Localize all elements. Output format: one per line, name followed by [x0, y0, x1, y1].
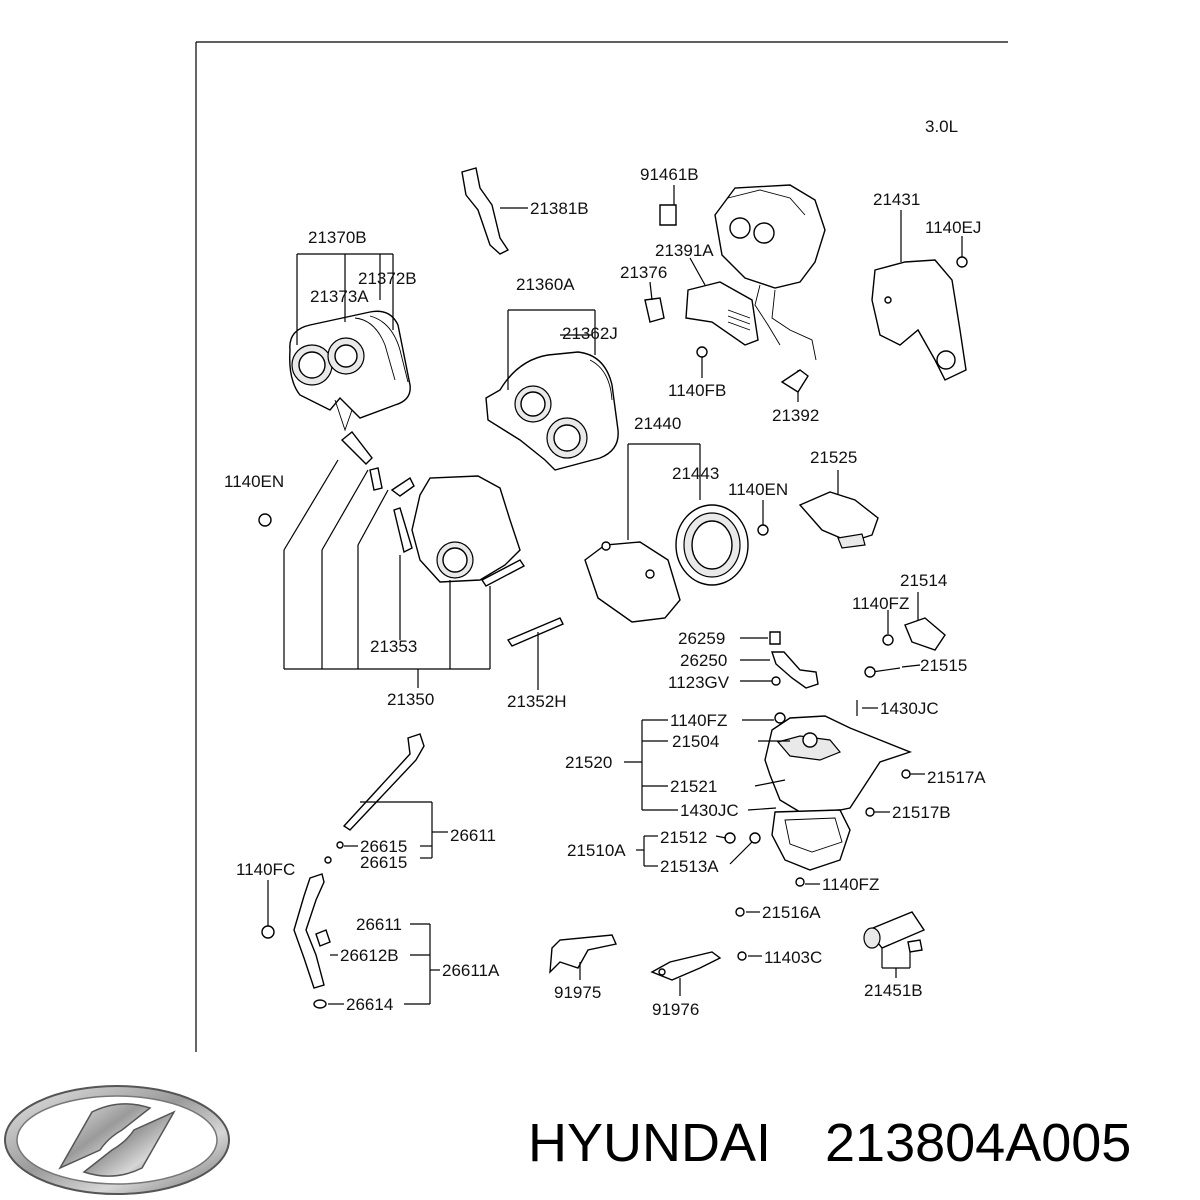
- callout-1430JC-b: 1430JC: [680, 801, 739, 820]
- callout-91975: 91975: [554, 983, 601, 1002]
- callout-1140EN-b: 1140EN: [728, 480, 788, 499]
- callout-1140EN-a: 1140EN: [224, 472, 284, 491]
- bracket-21391A: [644, 204, 759, 346]
- callout-lines-26611: [344, 801, 448, 859]
- callout-21373A: 21373A: [310, 287, 369, 306]
- callout-21521: 21521: [670, 777, 717, 796]
- callout-1123GV: 1123GV: [668, 673, 730, 692]
- callout-11403C: 11403C: [764, 948, 822, 967]
- callout-lines-21370B: [296, 253, 394, 345]
- callout-1430JC-a: 1430JC: [880, 699, 939, 718]
- callout-21451B: 21451B: [864, 981, 923, 1000]
- engine-label: 3.0L: [925, 117, 958, 136]
- callout-26612B: 26612B: [340, 946, 399, 965]
- bracket-21392: [780, 369, 809, 393]
- callout-26611A: 26611A: [442, 961, 500, 980]
- lower-timing-cover: [258, 431, 526, 587]
- bracket-21514: [864, 592, 946, 678]
- callout-21352H: 21352H: [507, 692, 567, 711]
- callout-21517B: 21517B: [892, 803, 951, 822]
- callout-1140FZ-c: 1140FZ: [822, 875, 879, 894]
- baffle-21525: [798, 470, 879, 549]
- engine-block: [714, 184, 826, 361]
- bracket-21381B: [461, 167, 528, 255]
- callout-21525: 21525: [810, 448, 857, 467]
- callout-21513A: 21513A: [660, 857, 719, 876]
- callout-21392: 21392: [772, 406, 819, 425]
- callout-1140EJ: 1140EJ: [925, 218, 981, 237]
- callout-21520: 21520: [565, 753, 612, 772]
- bracket-91975: [549, 934, 617, 980]
- callout-lines-21360A: [507, 309, 596, 390]
- bolt-1140FB: [696, 346, 708, 358]
- callout-26615-a: 26615: [360, 837, 407, 856]
- case-21440: [584, 504, 749, 623]
- callout-1140FZ-a: 1140FZ: [852, 594, 909, 613]
- bolt-1140EJ: [956, 256, 968, 268]
- diagram-frame: [195, 41, 1008, 1052]
- bolt-21516A: [735, 907, 745, 917]
- callout-26250: 26250: [680, 651, 727, 670]
- callout-21381B: 21381B: [530, 199, 589, 218]
- callout-1140FZ-b: 1140FZ: [670, 711, 727, 730]
- hyundai-logo-icon: [4, 1085, 230, 1195]
- bolt-11403C: [737, 951, 747, 961]
- callout-21360A: 21360A: [516, 275, 575, 294]
- callout-1140FC: 1140FC: [236, 860, 295, 879]
- part-number: 213804A005: [825, 1113, 1131, 1173]
- callout-26259: 26259: [678, 629, 725, 648]
- callout-21362J: 21362J: [562, 324, 618, 343]
- callout-lines-21440: [627, 443, 701, 540]
- callout-91976: 91976: [652, 1000, 699, 1019]
- callout-lines-26611A: [328, 923, 440, 1005]
- callout-21370B: 21370B: [308, 228, 367, 247]
- oil-level-sensor-26250: [740, 631, 819, 689]
- callout-21516A: 21516A: [762, 903, 821, 922]
- callout-lines-21350: [283, 459, 491, 688]
- callout-21391A: 21391A: [655, 241, 714, 260]
- callout-21376: 21376: [620, 263, 667, 282]
- seal-strip-21352H: [506, 617, 564, 647]
- callout-21510A: 21510A: [567, 841, 626, 860]
- callout-21514: 21514: [900, 571, 947, 590]
- callout-21515: 21515: [920, 656, 967, 675]
- callout-21512: 21512: [660, 828, 707, 847]
- middle-timing-cover: [485, 351, 619, 471]
- upper-timing-cover: [289, 310, 411, 432]
- dipstick-tube-26612B: [261, 873, 331, 1009]
- callout-21517A: 21517A: [927, 768, 986, 787]
- bolt-1140EN-b: [757, 524, 769, 536]
- callout-21504: 21504: [672, 732, 719, 751]
- callout-21440: 21440: [634, 414, 681, 433]
- callout-1140FB: 1140FB: [668, 381, 726, 400]
- callout-26611-a: 26611: [450, 826, 496, 845]
- callout-21350: 21350: [387, 690, 434, 709]
- rear-cover-21431: [871, 210, 967, 381]
- bracket-21451B: [863, 911, 926, 978]
- brand-name: HYUNDAI: [528, 1113, 771, 1173]
- callout-21443: 21443: [672, 464, 719, 483]
- callout-26615-b: 26615: [360, 853, 407, 872]
- callout-21372B: 21372B: [358, 269, 417, 288]
- callout-26614: 26614: [346, 995, 393, 1014]
- callout-lines-21510A: [636, 835, 820, 885]
- callout-21353: 21353: [370, 637, 417, 656]
- callout-lines-21520: [624, 719, 925, 813]
- oil-pan-21520: [724, 700, 913, 887]
- callout-21431: 21431: [873, 190, 920, 209]
- callout-26611-b: 26611: [356, 915, 402, 934]
- dipstick-26611: [324, 733, 425, 864]
- callout-91461B: 91461B: [640, 165, 699, 184]
- bracket-91976: [650, 951, 722, 996]
